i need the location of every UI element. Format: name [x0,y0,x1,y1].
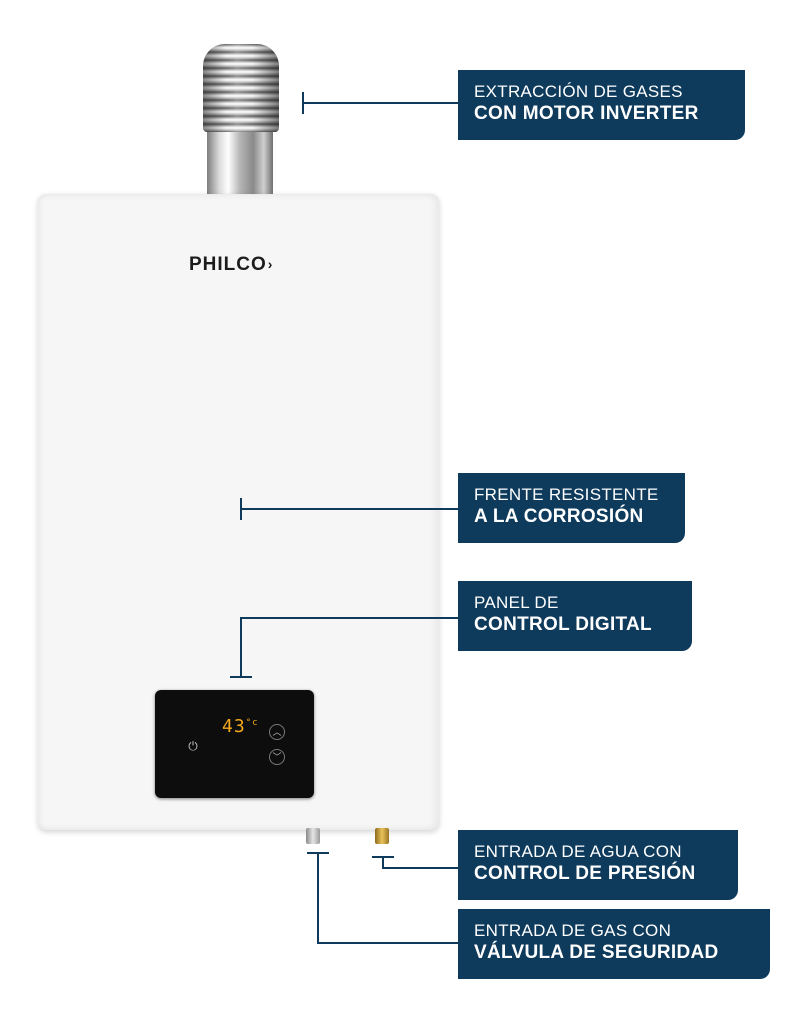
temperature-value: 43 [222,716,246,737]
water-inlet-fitting [375,828,389,844]
leader-line-1 [302,102,458,104]
chevron-down-icon[interactable]: ﹀ [269,749,285,765]
flue-bellows [203,44,279,132]
callout-line1: ENTRADA DE AGUA CON [474,842,682,861]
leader-drop-5 [317,852,319,944]
callout-water-inlet: ENTRADA DE AGUA CON CONTROL DE PRESIÓN [458,830,738,900]
leader-drop-4 [382,856,384,868]
power-icon[interactable]: ⏻ [188,739,198,753]
leader-line-2 [240,508,458,510]
callout-digital-panel: PANEL DE CONTROL DIGITAL [458,581,692,651]
callout-line2: CONTROL DIGITAL [474,614,652,635]
leader-line-5 [317,942,458,944]
brand-name: PHILCO [189,254,267,275]
callout-line2: VÁLVULA DE SEGURIDAD [474,942,719,963]
callout-line2: CON MOTOR INVERTER [474,103,699,124]
gas-inlet-fitting [306,828,320,844]
callout-gas-extraction: EXTRACCIÓN DE GASES CON MOTOR INVERTER [458,70,745,140]
leader-line-3 [240,617,458,619]
temperature-display: 43°c [222,716,259,737]
callout-line2: CONTROL DE PRESIÓN [474,863,696,884]
chevron-up-icon[interactable]: ︿ [269,724,285,740]
brand-logo: PHILCO› [189,254,273,276]
control-panel [155,690,314,798]
callout-line1: PANEL DE [474,593,559,612]
leader-drop-3 [240,617,242,677]
callout-line2: A LA CORROSIÓN [474,506,644,527]
callout-line1: FRENTE RESISTENTE [474,485,659,504]
brand-mark: › [267,256,274,272]
leader-line-4 [382,867,458,869]
callout-corrosion-front: FRENTE RESISTENTE A LA CORROSIÓN [458,473,685,543]
callout-gas-inlet: ENTRADA DE GAS CON VÁLVULA DE SEGURIDAD [458,909,770,979]
callout-line1: EXTRACCIÓN DE GASES [474,82,683,101]
leader-tick-3 [230,676,252,678]
flue-pipe [207,120,273,200]
temperature-unit: °c [245,718,259,728]
callout-line1: ENTRADA DE GAS CON [474,921,672,940]
